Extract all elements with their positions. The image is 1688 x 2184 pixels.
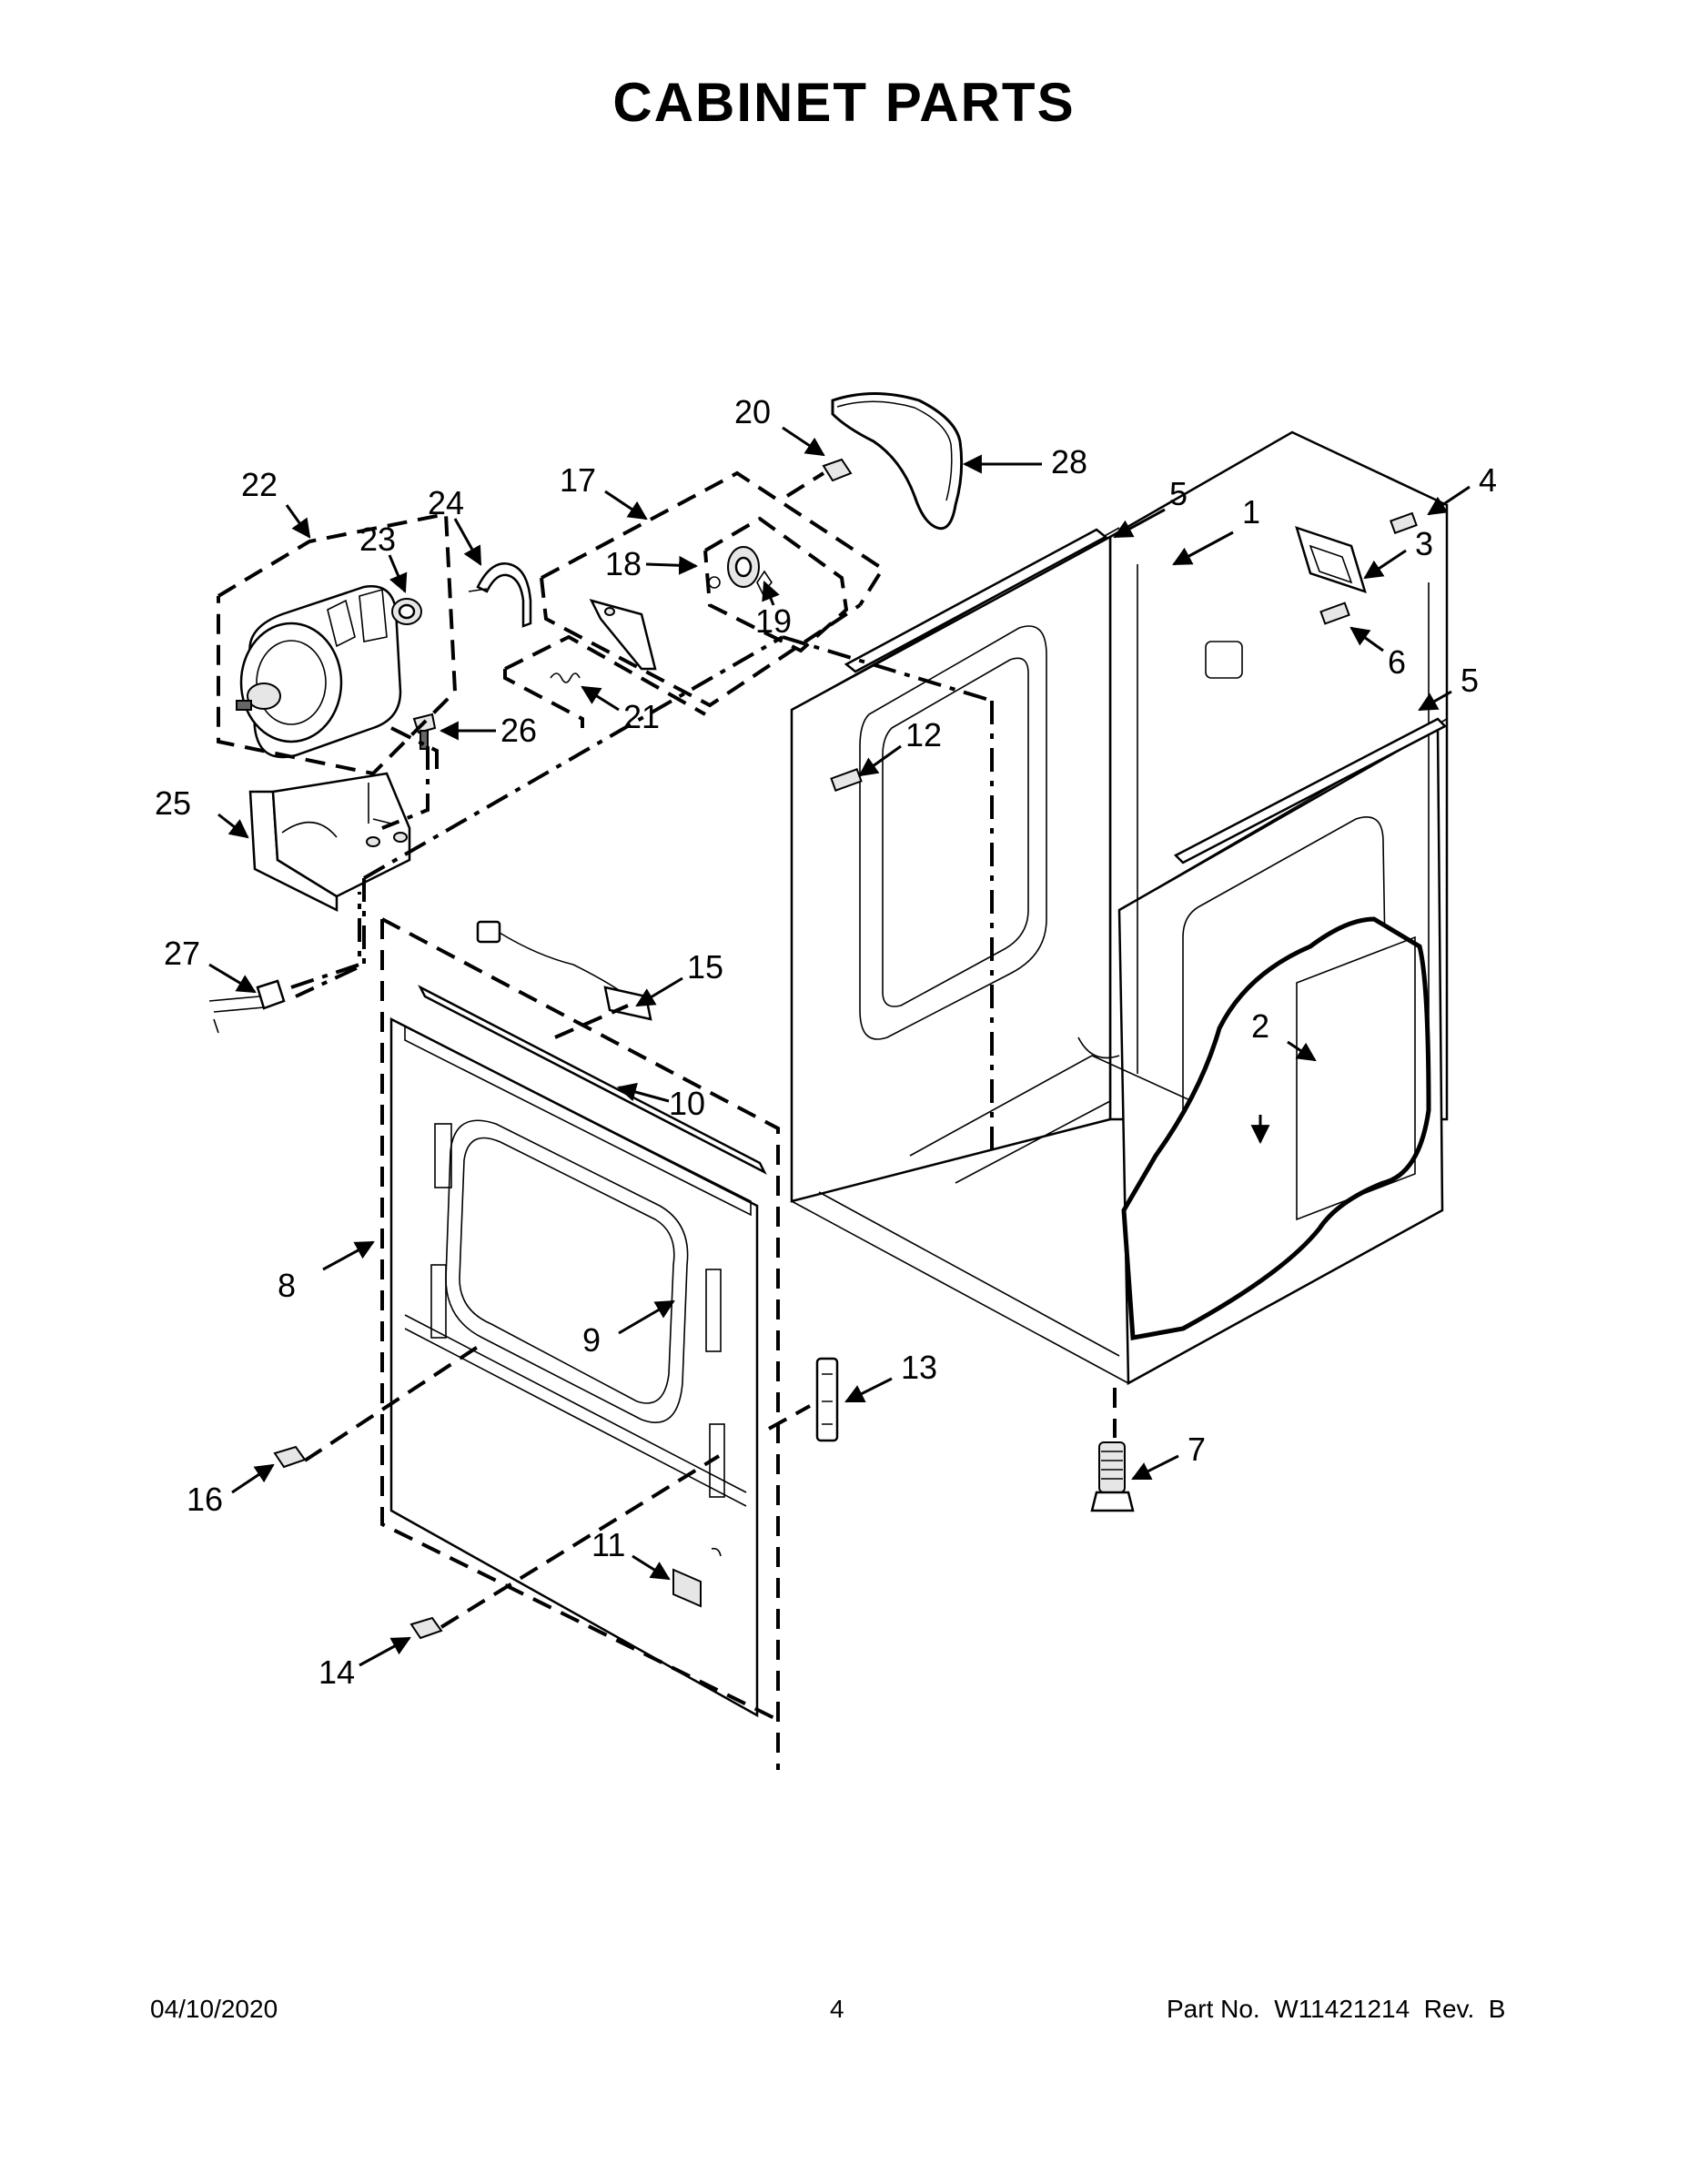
switch-27	[208, 979, 286, 1034]
screw-4	[1390, 511, 1418, 534]
callout-11: 11	[591, 1526, 625, 1563]
collar-23	[391, 598, 422, 625]
footer-date: 04/10/2020	[150, 1995, 278, 2023]
callout-18: 18	[605, 545, 642, 582]
callout-21: 21	[623, 698, 660, 735]
callout-28: 28	[1051, 443, 1087, 480]
callout-13: 13	[901, 1349, 937, 1386]
callout-16: 16	[187, 1481, 223, 1518]
front-panel	[389, 1016, 759, 1718]
pulley-19	[708, 546, 773, 595]
spring-21	[550, 672, 581, 683]
screw-14	[409, 1616, 443, 1640]
screw-20	[822, 458, 853, 482]
badge-11	[672, 1547, 722, 1608]
callout-1: 1	[1242, 493, 1260, 531]
callout-19: 19	[755, 602, 792, 640]
callout-12: 12	[905, 716, 942, 753]
callout-26: 26	[500, 712, 537, 749]
screw-16	[273, 1445, 307, 1469]
callout-24: 24	[428, 484, 464, 521]
callout-9: 9	[582, 1321, 601, 1359]
callout-27: 27	[164, 935, 200, 972]
drive-belt-28	[831, 392, 964, 531]
bracket-3	[1295, 526, 1367, 593]
latch-13	[815, 1357, 839, 1442]
footer-part-number: Part No. W11421214 Rev. B	[1167, 1995, 1506, 2023]
callout-5b: 5	[1461, 662, 1479, 699]
footer-page-number: 4	[830, 1995, 844, 2023]
callout-7: 7	[1188, 1431, 1206, 1468]
callout-20: 20	[734, 393, 771, 430]
front-top-strip	[418, 985, 767, 1175]
callout-25: 25	[155, 784, 191, 822]
strap-24	[468, 562, 532, 628]
page-title: CABINET PARTS	[612, 72, 1076, 133]
callout-23: 23	[359, 521, 396, 558]
callout-22: 22	[241, 466, 278, 503]
callout-8: 8	[278, 1267, 296, 1304]
insulation	[1121, 916, 1431, 1340]
leveling-leg	[1090, 1441, 1135, 1512]
harness-15	[476, 920, 652, 1021]
callout-10: 10	[669, 1085, 705, 1122]
callout-6: 6	[1388, 643, 1406, 681]
motor	[236, 585, 402, 759]
screw-6	[1319, 602, 1350, 625]
motor-mount-25	[248, 772, 411, 913]
callout-17: 17	[560, 461, 596, 499]
callout-15: 15	[687, 948, 723, 986]
callout-2: 2	[1251, 1007, 1269, 1045]
right-strip	[1173, 717, 1448, 864]
callout-14: 14	[318, 1653, 355, 1691]
callout-5: 5	[1169, 475, 1188, 512]
callout-labels: 1 2 3 4 5 5 6 7 8 9 10 11 12 13 14 15 16…	[155, 393, 1497, 1691]
top-strip	[844, 528, 1108, 673]
callout-leaders	[208, 426, 1471, 1667]
idler-bracket-18	[589, 599, 657, 671]
callout-4: 4	[1479, 461, 1497, 499]
callout-3: 3	[1415, 525, 1433, 562]
